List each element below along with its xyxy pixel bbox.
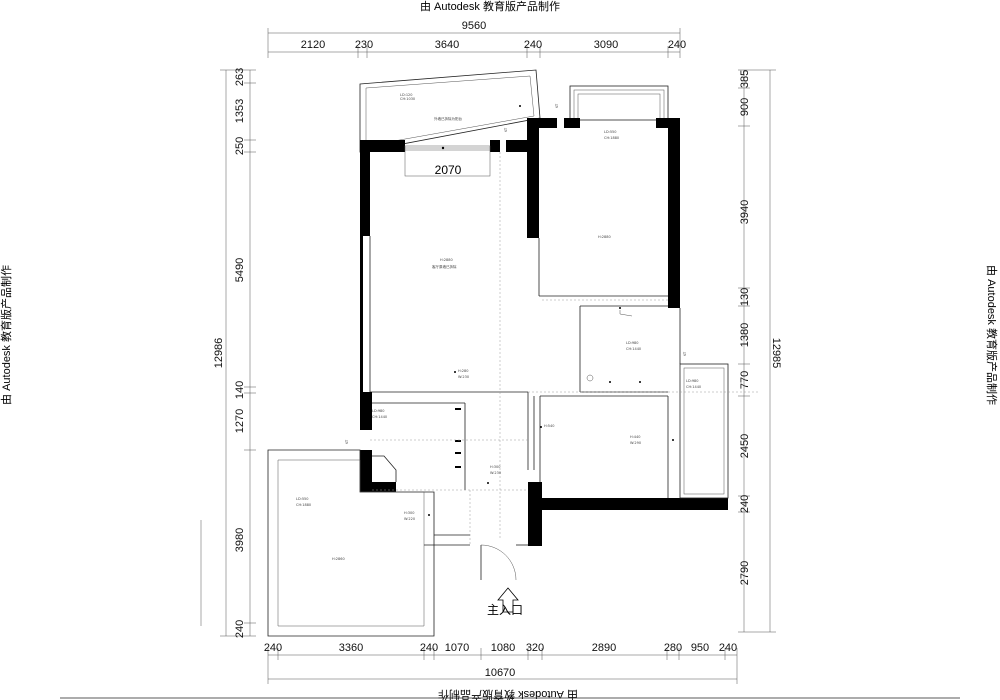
right-window-ld: LD:980: [686, 379, 699, 383]
bed-bottom-ld: LD:550: [296, 497, 309, 501]
kitchen-ch: CH:1440: [372, 415, 387, 419]
top-dim-5: 3090: [594, 39, 618, 51]
top-total-dim: 9560: [462, 20, 486, 32]
kt-marks: KT KT KT KT: [345, 103, 687, 444]
right-room-w: W:290: [630, 441, 641, 445]
door-mid-w: W:230: [458, 375, 469, 379]
bottom-dim-7: 2890: [592, 642, 616, 654]
bottom-total-dim: 10670: [485, 667, 516, 679]
bed-top-right-ld: LD:550: [604, 130, 617, 134]
left-dimension-chain: 263 1353 250 5490 140 1270 3980 240 1298…: [200, 68, 256, 638]
right-window-ch: CH:1440: [686, 385, 701, 389]
living-note: 客厅原墙已拆除: [432, 264, 457, 269]
passage: H:540 H:440 W:290 H:300 W:230: [487, 424, 674, 484]
bottom-dim-6: 320: [526, 642, 544, 654]
right-dim-1: 385: [739, 70, 751, 88]
left-dim-7: 3980: [234, 528, 246, 552]
bed-bottom-ch: CH:1880: [296, 503, 311, 507]
top-dim-4: 240: [524, 39, 542, 51]
bottom-dim-2: 3360: [339, 642, 363, 654]
kt-mark-2: KT: [555, 103, 559, 108]
watermark-top: 由 Autodesk 教育版产品制作: [420, 0, 560, 13]
watermark-right: 由 Autodesk 教育版产品制作: [985, 265, 999, 405]
top-dimension-chain: 9560 2120 230 3640 240 3090 240: [267, 20, 686, 58]
passage-h: H:540: [544, 424, 555, 428]
living-room: 2070 H:2880 客厅原墙已拆除 H:280 W:230: [404, 145, 491, 379]
right-room-h: H:440: [630, 435, 641, 439]
balcony-ld: LD:120: [400, 93, 413, 97]
bed-top-right-h: H:2880: [598, 235, 611, 239]
left-dim-1: 263: [234, 68, 246, 86]
bedroom-top-right: LD:550 CH:1880 H:2880: [598, 130, 619, 239]
living-width-dim: 2070: [435, 163, 462, 177]
top-dim-6: 240: [668, 39, 686, 51]
right-dimension-chain: 385 900 3940 130 1380 770 2450 240 2790 …: [738, 69, 782, 633]
bath-ld: LD:980: [626, 341, 639, 345]
balcony-ch: CH:1030: [400, 97, 415, 101]
balcony-top-right: [569, 85, 669, 121]
right-dim-9: 2790: [739, 561, 751, 585]
bottom-dim-5: 1080: [491, 642, 515, 654]
bottom-dim-4: 1070: [445, 642, 469, 654]
kt-mark-3: KT: [683, 351, 687, 356]
top-dim-1: 2120: [301, 39, 325, 51]
balcony-top: LD:120 CH:1030 外墙已拆除为阳台: [359, 69, 541, 153]
bottom-dim-8: 280: [664, 642, 682, 654]
right-dim-8: 240: [739, 495, 751, 513]
door-bed-bottom-w: W:220: [404, 517, 415, 521]
door-bed-bottom-h: H:300: [404, 511, 415, 515]
bottom-dim-10: 240: [719, 642, 737, 654]
right-dim-2: 900: [739, 98, 751, 116]
bottom-dim-9: 950: [691, 642, 709, 654]
watermark-left: 由 Autodesk 教育版产品制作: [0, 265, 13, 405]
bed-top-right-ch: CH:1880: [604, 136, 619, 140]
left-dim-8: 240: [234, 620, 246, 638]
bottom-dim-1: 240: [264, 642, 282, 654]
dashed-lines: [370, 152, 760, 545]
walls: [360, 118, 729, 546]
kitchen: LD:980 CH:1440: [372, 408, 461, 482]
door-mid-h: H:280: [458, 369, 469, 373]
right-dim-3: 3940: [739, 200, 751, 224]
right-dim-6: 770: [739, 371, 751, 389]
watermark-bottom: 由 Autodesk 教育版产品制作: [438, 688, 578, 700]
living-height: H:2880: [440, 258, 453, 262]
top-dim-2: 230: [355, 39, 373, 51]
bottom-dimension-chain: 240 3360 240 1070 1080 320 2890 280 950 …: [264, 642, 738, 684]
right-dim-4: 130: [739, 288, 751, 306]
arrow-up-icon: [497, 587, 519, 613]
bottom-dim-3: 240: [420, 642, 438, 654]
left-dim-4: 5490: [234, 258, 246, 282]
left-dim-6: 1270: [234, 409, 246, 433]
left-dim-2: 1353: [234, 99, 246, 123]
left-total-dim: 12986: [213, 338, 225, 369]
right-dim-7: 2450: [739, 434, 751, 458]
kt-mark-1: KT: [504, 127, 508, 132]
door-hall-w: W:230: [490, 471, 501, 475]
left-dim-5: 140: [234, 381, 246, 399]
entrance-label: 主入口: [487, 603, 523, 617]
kt-mark-4: KT: [345, 439, 349, 444]
balcony-note: 外墙已拆除为阳台: [434, 116, 462, 121]
bathroom: LD:980 CH:1440: [586, 307, 641, 383]
bedroom-bottom-left: LD:550 CH:1880 H:2860 H:300 W:220: [267, 449, 470, 637]
left-dim-3: 250: [234, 137, 246, 155]
door-hall-h: H:300: [490, 465, 501, 469]
kitchen-ld: LD:980: [372, 409, 385, 413]
bed-bottom-h: H:2860: [332, 557, 345, 561]
right-dim-5: 1380: [739, 323, 751, 347]
right-total-dim: 12985: [770, 338, 782, 369]
top-dim-3: 3640: [435, 39, 459, 51]
right-window: LD:980 CH:1440: [686, 379, 701, 389]
main-entrance-door: 主入口: [480, 544, 528, 617]
bath-ch: CH:1440: [626, 347, 641, 351]
